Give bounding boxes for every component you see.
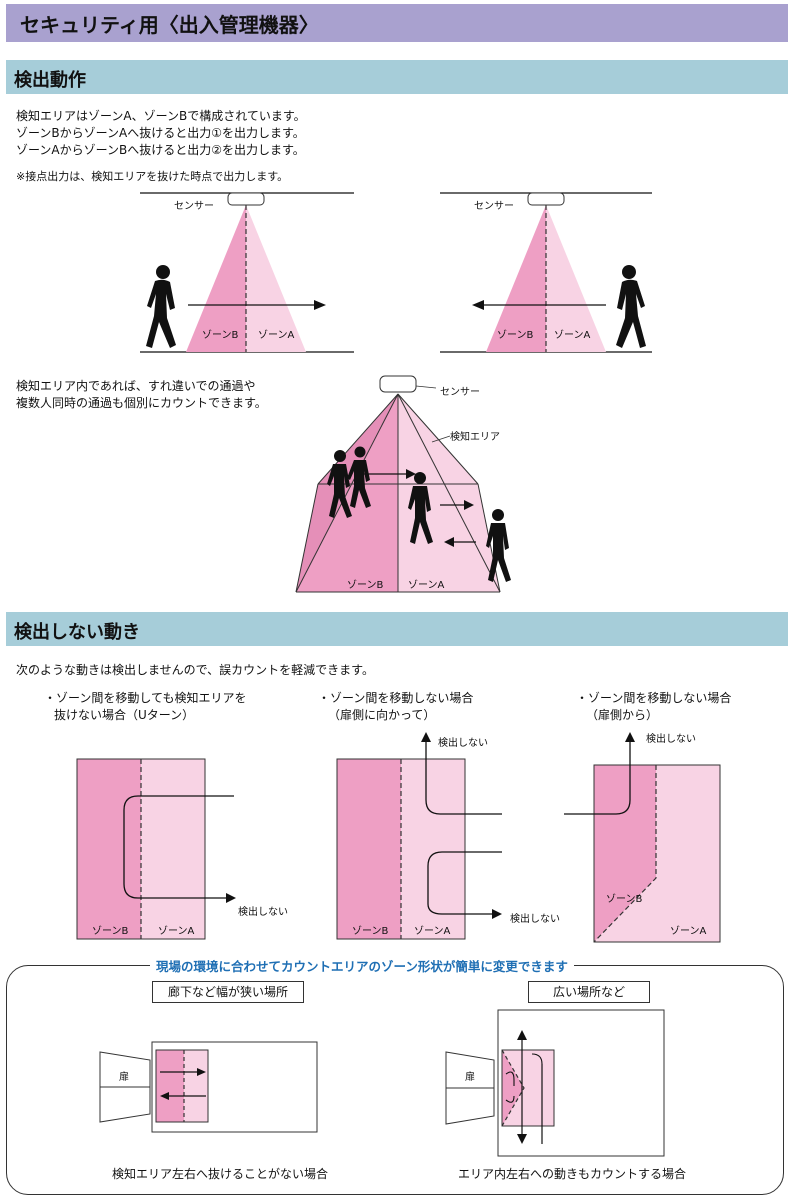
caption-line: （扉側から）	[586, 708, 659, 722]
zone-a-area	[246, 205, 306, 352]
arrow-up-icon	[625, 732, 635, 742]
walking-person-icon	[486, 509, 511, 582]
description-line: ゾーンBからゾーンAへ抜けると出力①を出力します。	[16, 126, 305, 140]
description-line: 検知エリア内であれば、すれ違いでの通過や	[16, 379, 256, 393]
arrow-right-icon	[226, 893, 236, 903]
zone-b-label: ゾーンB	[92, 926, 129, 937]
sensor-label: センサー	[174, 201, 214, 212]
from-door-diagram	[564, 732, 721, 943]
detection-diagram-left	[140, 192, 354, 353]
section-title: 検出動作	[14, 70, 86, 91]
not-detected-label: 検出しない	[438, 738, 488, 749]
zone-a-label: ゾーンA	[158, 926, 195, 937]
caption-line: ・ゾーン間を移動しても検知エリアを	[44, 691, 247, 705]
detection-area-label: 検知エリア	[450, 432, 500, 443]
zone-a-label: ゾーンA	[414, 926, 451, 937]
multi-count-description: 検知エリア内であれば、すれ違いでの通過や 複数人同時の通過も個別にカウントできま…	[16, 378, 267, 412]
wide-area-diagram	[445, 1009, 665, 1157]
walking-person-icon	[616, 265, 646, 348]
not-detected-label: 検出しない	[238, 907, 288, 918]
walking-person-icon	[327, 450, 352, 518]
zone-b-label: ゾーンB	[202, 330, 239, 341]
caption-line: ・ゾーン間を移動しない場合	[318, 691, 474, 705]
arrow-up-icon	[421, 732, 431, 742]
zone-b-label: ゾーンB	[352, 926, 389, 937]
zone-b-label: ゾーンB	[347, 580, 384, 591]
sensor-icon	[379, 375, 417, 393]
walking-person-icon	[146, 265, 176, 348]
u-turn-diagram	[76, 758, 236, 940]
output-note: ※接点出力は、検知エリアを抜けた時点で出力します。	[16, 170, 289, 183]
zone-b-label: ゾーンB	[497, 330, 534, 341]
sensor-icon	[227, 192, 265, 206]
arrow-right-icon	[406, 469, 416, 479]
zone-b-area	[156, 1050, 184, 1122]
page-title: セキュリティ用〈出入管理機器〉	[20, 13, 319, 37]
arrow-down-icon	[517, 1134, 527, 1144]
caption-line: 抜けない場合（Uターン）	[54, 708, 195, 722]
zone-b-area	[186, 205, 246, 352]
walking-person-icon	[408, 472, 433, 544]
detection-description: 検知エリアはゾーンA、ゾーンBで構成されています。 ゾーンBからゾーンAへ抜ける…	[16, 108, 306, 159]
arrow-left-icon	[160, 1092, 169, 1100]
arrow-right-icon	[464, 500, 474, 510]
zone-a-area	[401, 759, 465, 939]
door-label: 扉	[465, 1072, 475, 1083]
sensor-icon	[527, 192, 565, 206]
detection-area-3d-diagram	[295, 375, 511, 593]
description-line: 複数人同時の通過も個別にカウントできます。	[16, 396, 267, 410]
zone-a-label: ゾーンA	[258, 330, 295, 341]
arrow-up-icon	[517, 1030, 527, 1040]
caption-line: ・ゾーン間を移動しない場合	[576, 691, 732, 705]
door-label: 扉	[119, 1072, 129, 1083]
zone-a-label: ゾーンA	[408, 580, 445, 591]
arrow-left-icon	[472, 300, 484, 310]
zone-a-area	[594, 765, 720, 942]
zone-b-area	[77, 759, 141, 939]
no-detection-intro: 次のような動きは検出しませんので、誤カウントを軽減できます。	[16, 663, 374, 677]
zone-b-area	[486, 205, 546, 352]
section-title: 検出しない動き	[14, 622, 140, 643]
case-2-caption: ・ゾーン間を移動しない場合 （扉側に向かって）	[318, 690, 473, 724]
section-header-detection: 検出動作	[6, 60, 788, 94]
not-detected-label: 検出しない	[646, 734, 696, 745]
walking-person-icon	[347, 446, 371, 508]
zone-b-area	[594, 765, 656, 942]
caption-line: （扉側に向かって）	[328, 708, 436, 722]
zone-shape-panel-title: 現場の環境に合わせてカウントエリアのゾーン形状が簡単に変更できます	[150, 956, 574, 975]
sensor-label: センサー	[474, 201, 514, 212]
sensor-label: センサー	[440, 387, 480, 398]
narrow-place-caption: 検知エリア左右へ抜けることがない場合	[112, 1167, 329, 1181]
zone-b-label: ゾーンB	[606, 894, 643, 905]
wide-place-caption: エリア内左右への動きもカウントする場合	[458, 1167, 687, 1181]
arrow-right-icon	[314, 300, 326, 310]
zone-b-area	[502, 1050, 524, 1126]
section-header-no-detection: 検出しない動き	[6, 612, 788, 646]
zone-a-label: ゾーンA	[554, 330, 591, 341]
arrow-right-icon	[492, 909, 502, 919]
zone-b-area	[337, 759, 401, 939]
detection-diagram-right	[440, 192, 652, 353]
toward-door-diagram	[336, 732, 502, 940]
case-1-caption: ・ゾーン間を移動しても検知エリアを 抜けない場合（Uターン）	[44, 690, 246, 724]
not-detected-label: 検出しない	[510, 914, 560, 925]
zone-a-label: ゾーンA	[670, 926, 707, 937]
case-3-caption: ・ゾーン間を移動しない場合 （扉側から）	[576, 690, 731, 724]
zone-a-area	[141, 759, 205, 939]
zone-a-area	[502, 1050, 554, 1126]
arrow-left-icon	[444, 537, 454, 547]
title-bar: セキュリティ用〈出入管理機器〉	[6, 4, 788, 42]
wide-place-label: 広い場所など	[528, 981, 650, 1003]
narrow-corridor-diagram	[99, 1041, 318, 1133]
zone-a-area	[546, 205, 606, 352]
zone-a-area	[184, 1050, 208, 1122]
description-line: 検知エリアはゾーンA、ゾーンBで構成されています。	[16, 109, 306, 123]
description-line: ゾーンAからゾーンBへ抜けると出力②を出力します。	[16, 143, 305, 157]
arrow-right-icon	[197, 1068, 206, 1076]
narrow-place-label: 廊下など幅が狭い場所	[152, 981, 304, 1003]
